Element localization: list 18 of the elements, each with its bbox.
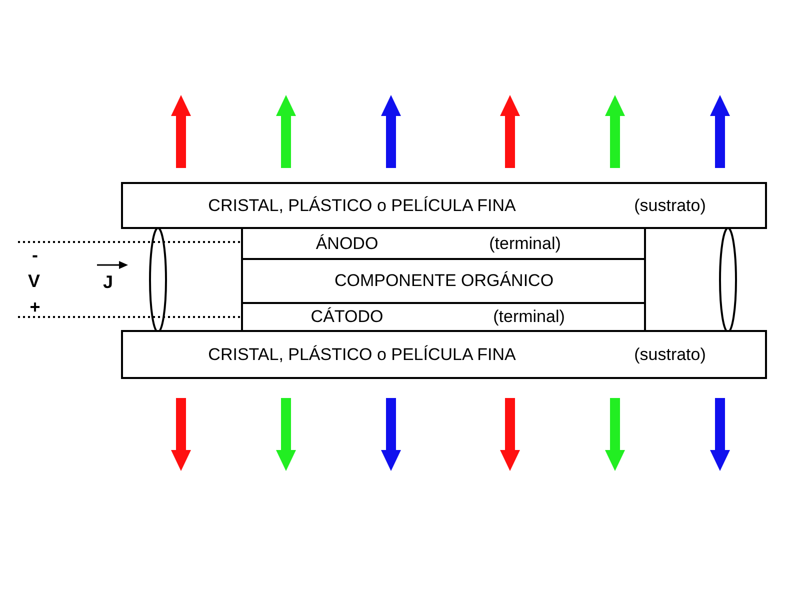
layer-box xyxy=(121,182,767,229)
layer-label: CÁTODO xyxy=(310,307,384,327)
substrate-label: CRISTAL, PLÁSTICO o PELÍCULA FINA xyxy=(208,196,516,216)
layer-note: (terminal) xyxy=(489,234,561,254)
polarity-sign: - xyxy=(32,245,38,265)
polarity-sign: + xyxy=(30,297,40,317)
layer-note: (terminal) xyxy=(493,307,565,327)
layer-box xyxy=(241,258,646,304)
layer-box xyxy=(241,302,646,332)
substrate-label: CRISTAL, PLÁSTICO o PELÍCULA FINA xyxy=(208,344,516,364)
current-symbol: J xyxy=(103,272,113,292)
layer-label: COMPONENTE ORGÁNICO xyxy=(334,271,554,291)
layer-box xyxy=(121,330,767,379)
voltage-symbol: V xyxy=(28,271,40,291)
layer-box xyxy=(241,227,646,260)
substrate-note: (sustrato) xyxy=(634,344,706,364)
substrate-note: (sustrato) xyxy=(634,196,706,216)
layer-label: ÁNODO xyxy=(316,234,378,254)
